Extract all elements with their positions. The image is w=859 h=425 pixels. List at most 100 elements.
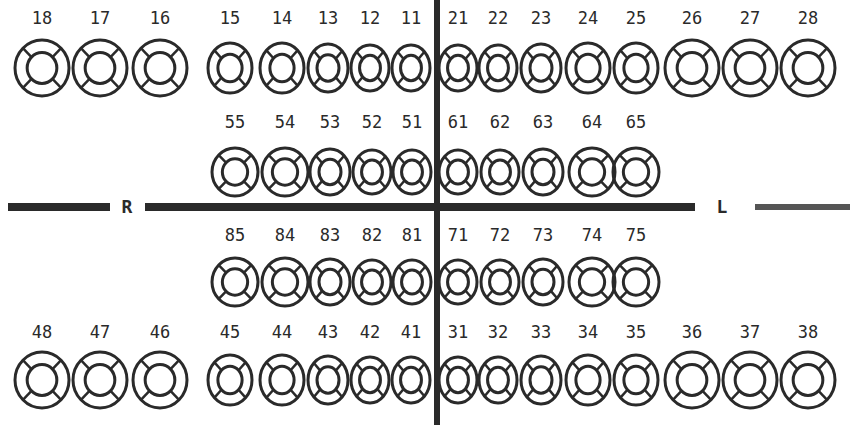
surface-divider xyxy=(357,52,363,59)
surface-divider xyxy=(527,77,533,85)
tooth-surface xyxy=(793,53,823,84)
tooth-outline xyxy=(262,148,308,196)
surface-divider xyxy=(398,364,404,371)
tooth-number: 22 xyxy=(488,10,508,27)
tooth-surface xyxy=(362,160,383,184)
surface-divider xyxy=(314,51,320,59)
surface-divider xyxy=(111,360,120,369)
surface-divider xyxy=(487,266,493,273)
midline-bar xyxy=(145,203,695,211)
tooth-number: 73 xyxy=(533,227,553,244)
tooth-outline xyxy=(439,357,477,403)
tooth-outline xyxy=(479,357,517,403)
tooth-surface xyxy=(272,269,297,295)
tooth-symbol xyxy=(392,357,430,403)
tooth-symbol xyxy=(439,45,477,91)
surface-divider xyxy=(239,362,246,370)
surface-divider xyxy=(645,265,652,273)
surface-divider xyxy=(314,77,320,85)
tooth-symbol xyxy=(613,258,659,306)
tooth-surface xyxy=(222,269,247,295)
surface-divider xyxy=(445,52,451,59)
tooth-surface xyxy=(448,367,469,392)
surface-divider xyxy=(294,181,301,189)
surface-divider xyxy=(445,291,451,298)
tooth-number: 33 xyxy=(531,324,551,341)
tooth-surface xyxy=(448,160,469,184)
tooth-number: 26 xyxy=(682,10,702,27)
tooth-symbol xyxy=(523,259,563,305)
surface-divider xyxy=(597,390,604,398)
tooth-number: 18 xyxy=(32,10,52,27)
surface-divider xyxy=(465,364,471,371)
surface-divider xyxy=(597,78,604,86)
surface-divider xyxy=(819,79,828,88)
surface-divider xyxy=(111,48,120,57)
tooth-surface xyxy=(448,55,469,80)
tooth-outline xyxy=(521,356,561,404)
tooth-symbol xyxy=(566,43,610,93)
tooth-number: 74 xyxy=(582,227,602,244)
tooth-number: 34 xyxy=(578,324,598,341)
tooth-number: 32 xyxy=(488,324,508,341)
surface-divider xyxy=(53,360,62,369)
surface-divider xyxy=(487,156,493,163)
tooth-symbol xyxy=(133,352,187,408)
surface-divider xyxy=(266,78,273,86)
tooth-number: 85 xyxy=(225,227,245,244)
tooth-number: 14 xyxy=(272,10,292,27)
surface-divider xyxy=(316,181,322,188)
surface-divider xyxy=(731,79,740,88)
tooth-number: 52 xyxy=(362,114,382,131)
tooth-surface xyxy=(319,269,341,294)
surface-divider xyxy=(269,181,276,189)
surface-divider xyxy=(505,77,511,84)
tooth-surface xyxy=(362,270,383,294)
surface-divider xyxy=(551,291,557,298)
tooth-number: 11 xyxy=(401,10,421,27)
surface-divider xyxy=(81,48,90,57)
surface-divider xyxy=(761,360,770,369)
surface-divider xyxy=(23,48,32,57)
surface-divider xyxy=(379,291,385,298)
surface-divider xyxy=(269,155,276,163)
tooth-surface xyxy=(530,55,552,81)
tooth-outline xyxy=(723,40,777,96)
tooth-surface xyxy=(270,366,294,394)
tooth-symbol xyxy=(439,260,477,304)
tooth-symbol xyxy=(481,260,519,304)
tooth-surface xyxy=(624,366,648,394)
tooth-number: 51 xyxy=(402,114,422,131)
tooth-outline xyxy=(310,259,350,305)
tooth-outline xyxy=(393,150,431,194)
tooth-symbol xyxy=(308,44,348,92)
tooth-surface xyxy=(623,159,648,185)
surface-divider xyxy=(527,51,533,59)
tooth-outline xyxy=(353,260,391,304)
surface-divider xyxy=(398,389,404,396)
tooth-number: 23 xyxy=(531,10,551,27)
surface-divider xyxy=(336,389,342,397)
surface-divider xyxy=(398,52,404,59)
tooth-number: 21 xyxy=(448,10,468,27)
surface-divider xyxy=(731,391,740,400)
tooth-symbol xyxy=(665,40,719,96)
surface-divider xyxy=(336,51,342,59)
surface-divider xyxy=(572,50,579,58)
tooth-number: 25 xyxy=(626,10,646,27)
surface-divider xyxy=(359,266,365,273)
tooth-number: 46 xyxy=(150,324,170,341)
surface-divider xyxy=(418,364,424,371)
surface-divider xyxy=(244,181,251,189)
tooth-number: 16 xyxy=(150,10,170,27)
tooth-symbol xyxy=(212,258,258,306)
tooth-outline xyxy=(566,43,610,93)
tooth-outline xyxy=(481,260,519,304)
surface-divider xyxy=(645,155,652,163)
surface-divider xyxy=(465,266,471,273)
surface-divider xyxy=(819,360,828,369)
tooth-surface xyxy=(488,367,509,392)
surface-divider xyxy=(171,360,180,369)
surface-divider xyxy=(673,360,682,369)
